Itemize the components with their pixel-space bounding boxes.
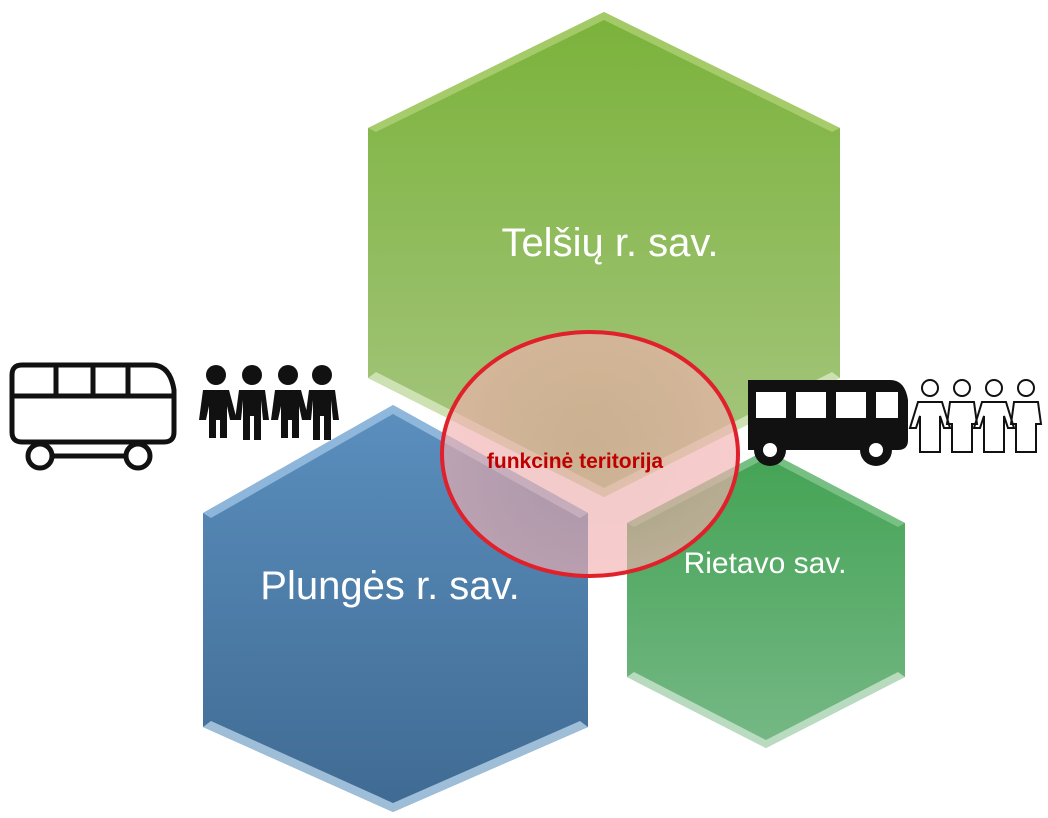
bus-filled-icon (748, 380, 908, 466)
hexagon-label-telsiai: Telšių r. sav. (501, 221, 719, 265)
bus-outline-icon (9, 362, 177, 471)
hexagon-label-rietavo: Rietavo sav. (683, 547, 847, 580)
functional-territory-circle (440, 330, 740, 578)
functional-territory-label: funkcinė teritorija (486, 450, 664, 473)
hexagon-label-plunge: Plungės r. sav. (260, 564, 520, 608)
people-group-filled-icon (199, 365, 339, 440)
people-group-outline-icon (908, 379, 1043, 453)
